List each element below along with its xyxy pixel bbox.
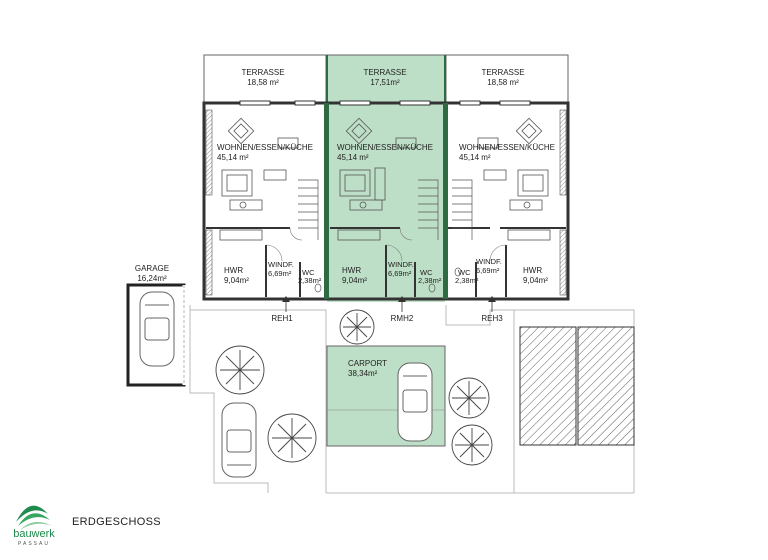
unit-label-reh3: REH3: [481, 314, 503, 323]
car-icon: [139, 291, 175, 367]
wohnen-right-area: 45,14 m²: [459, 153, 491, 162]
page-title: ERDGESCHOSS: [72, 516, 161, 528]
terrasse-left-name: TERRASSE: [241, 68, 284, 77]
car-icons: [139, 291, 433, 478]
tree-icon: [215, 345, 265, 395]
garage-area: 16,24m²: [137, 274, 167, 283]
wc-left-name: WC: [302, 268, 315, 277]
site-lines: [189, 305, 635, 494]
windf-mid-name: WINDF.: [388, 260, 414, 269]
room-labels: TERRASSE 18,58 m² TERRASSE 17,51m² TERRA…: [135, 68, 555, 378]
wohnen-left-name: WOHNEN/ESSEN/KÜCHE: [217, 143, 313, 152]
hwr-right-area: 9,04m²: [523, 276, 548, 285]
tree-icon: [267, 413, 317, 463]
wohnen-mid-name: WOHNEN/ESSEN/KÜCHE: [337, 143, 433, 152]
windf-mid-area: 6,69m²: [388, 269, 412, 278]
terrasse-right-name: TERRASSE: [481, 68, 524, 77]
car-icon: [221, 402, 257, 478]
carport-area: 38,34m²: [348, 369, 378, 378]
tree-icon: [339, 309, 375, 345]
wc-right-area: 2,38m²: [455, 276, 479, 285]
wohnen-mid-area: 45,14 m²: [337, 153, 369, 162]
garage: [126, 283, 186, 387]
wohnen-left-area: 45,14 m²: [217, 153, 249, 162]
wohnen-right-name: WOHNEN/ESSEN/KÜCHE: [459, 143, 555, 152]
neighbour-garages: [519, 326, 635, 446]
terrasse-right-area: 18,58 m²: [487, 78, 519, 87]
terrasse-mid-name: TERRASSE: [363, 68, 406, 77]
hwr-left-area: 9,04m²: [224, 276, 249, 285]
hwr-left-name: HWR: [224, 266, 243, 275]
furniture: [219, 117, 551, 241]
car-icon: [397, 362, 433, 442]
brand-name: bauwerk: [13, 528, 55, 540]
door-swings: [265, 227, 507, 262]
tree-icon: [451, 424, 493, 466]
wc-mid-area: 2,38m²: [418, 276, 442, 285]
garage-name: GARAGE: [135, 264, 169, 273]
terrasse-mid-area: 17,51m²: [370, 78, 400, 87]
wc-mid-name: WC: [420, 268, 433, 277]
stairs: [298, 179, 473, 240]
windf-left-name: WINDF.: [268, 260, 294, 269]
unit-label-rmh2: RMH2: [391, 314, 414, 323]
windf-right-name: WINDF.: [476, 257, 502, 266]
carport-name: CARPORT: [348, 359, 387, 368]
terrasse-left-area: 18,58 m²: [247, 78, 279, 87]
bauwerk-logo: [16, 505, 52, 530]
wc-right-name: WC: [458, 268, 471, 277]
tree-icon: [448, 377, 490, 419]
entrance-markers: [282, 296, 496, 312]
wc-fixtures: [314, 267, 462, 293]
windf-right-area: 6,69m²: [476, 266, 500, 275]
hwr-mid-name: HWR: [342, 266, 361, 275]
hwr-mid-area: 9,04m²: [342, 276, 367, 285]
tree-icons: [215, 309, 493, 466]
brand-sub: PASSAU: [18, 541, 50, 547]
windf-left-area: 6,69m²: [268, 269, 292, 278]
hwr-right-name: HWR: [523, 266, 542, 275]
unit-label-reh1: REH1: [271, 314, 293, 323]
wc-left-area: 2,38m²: [298, 276, 322, 285]
